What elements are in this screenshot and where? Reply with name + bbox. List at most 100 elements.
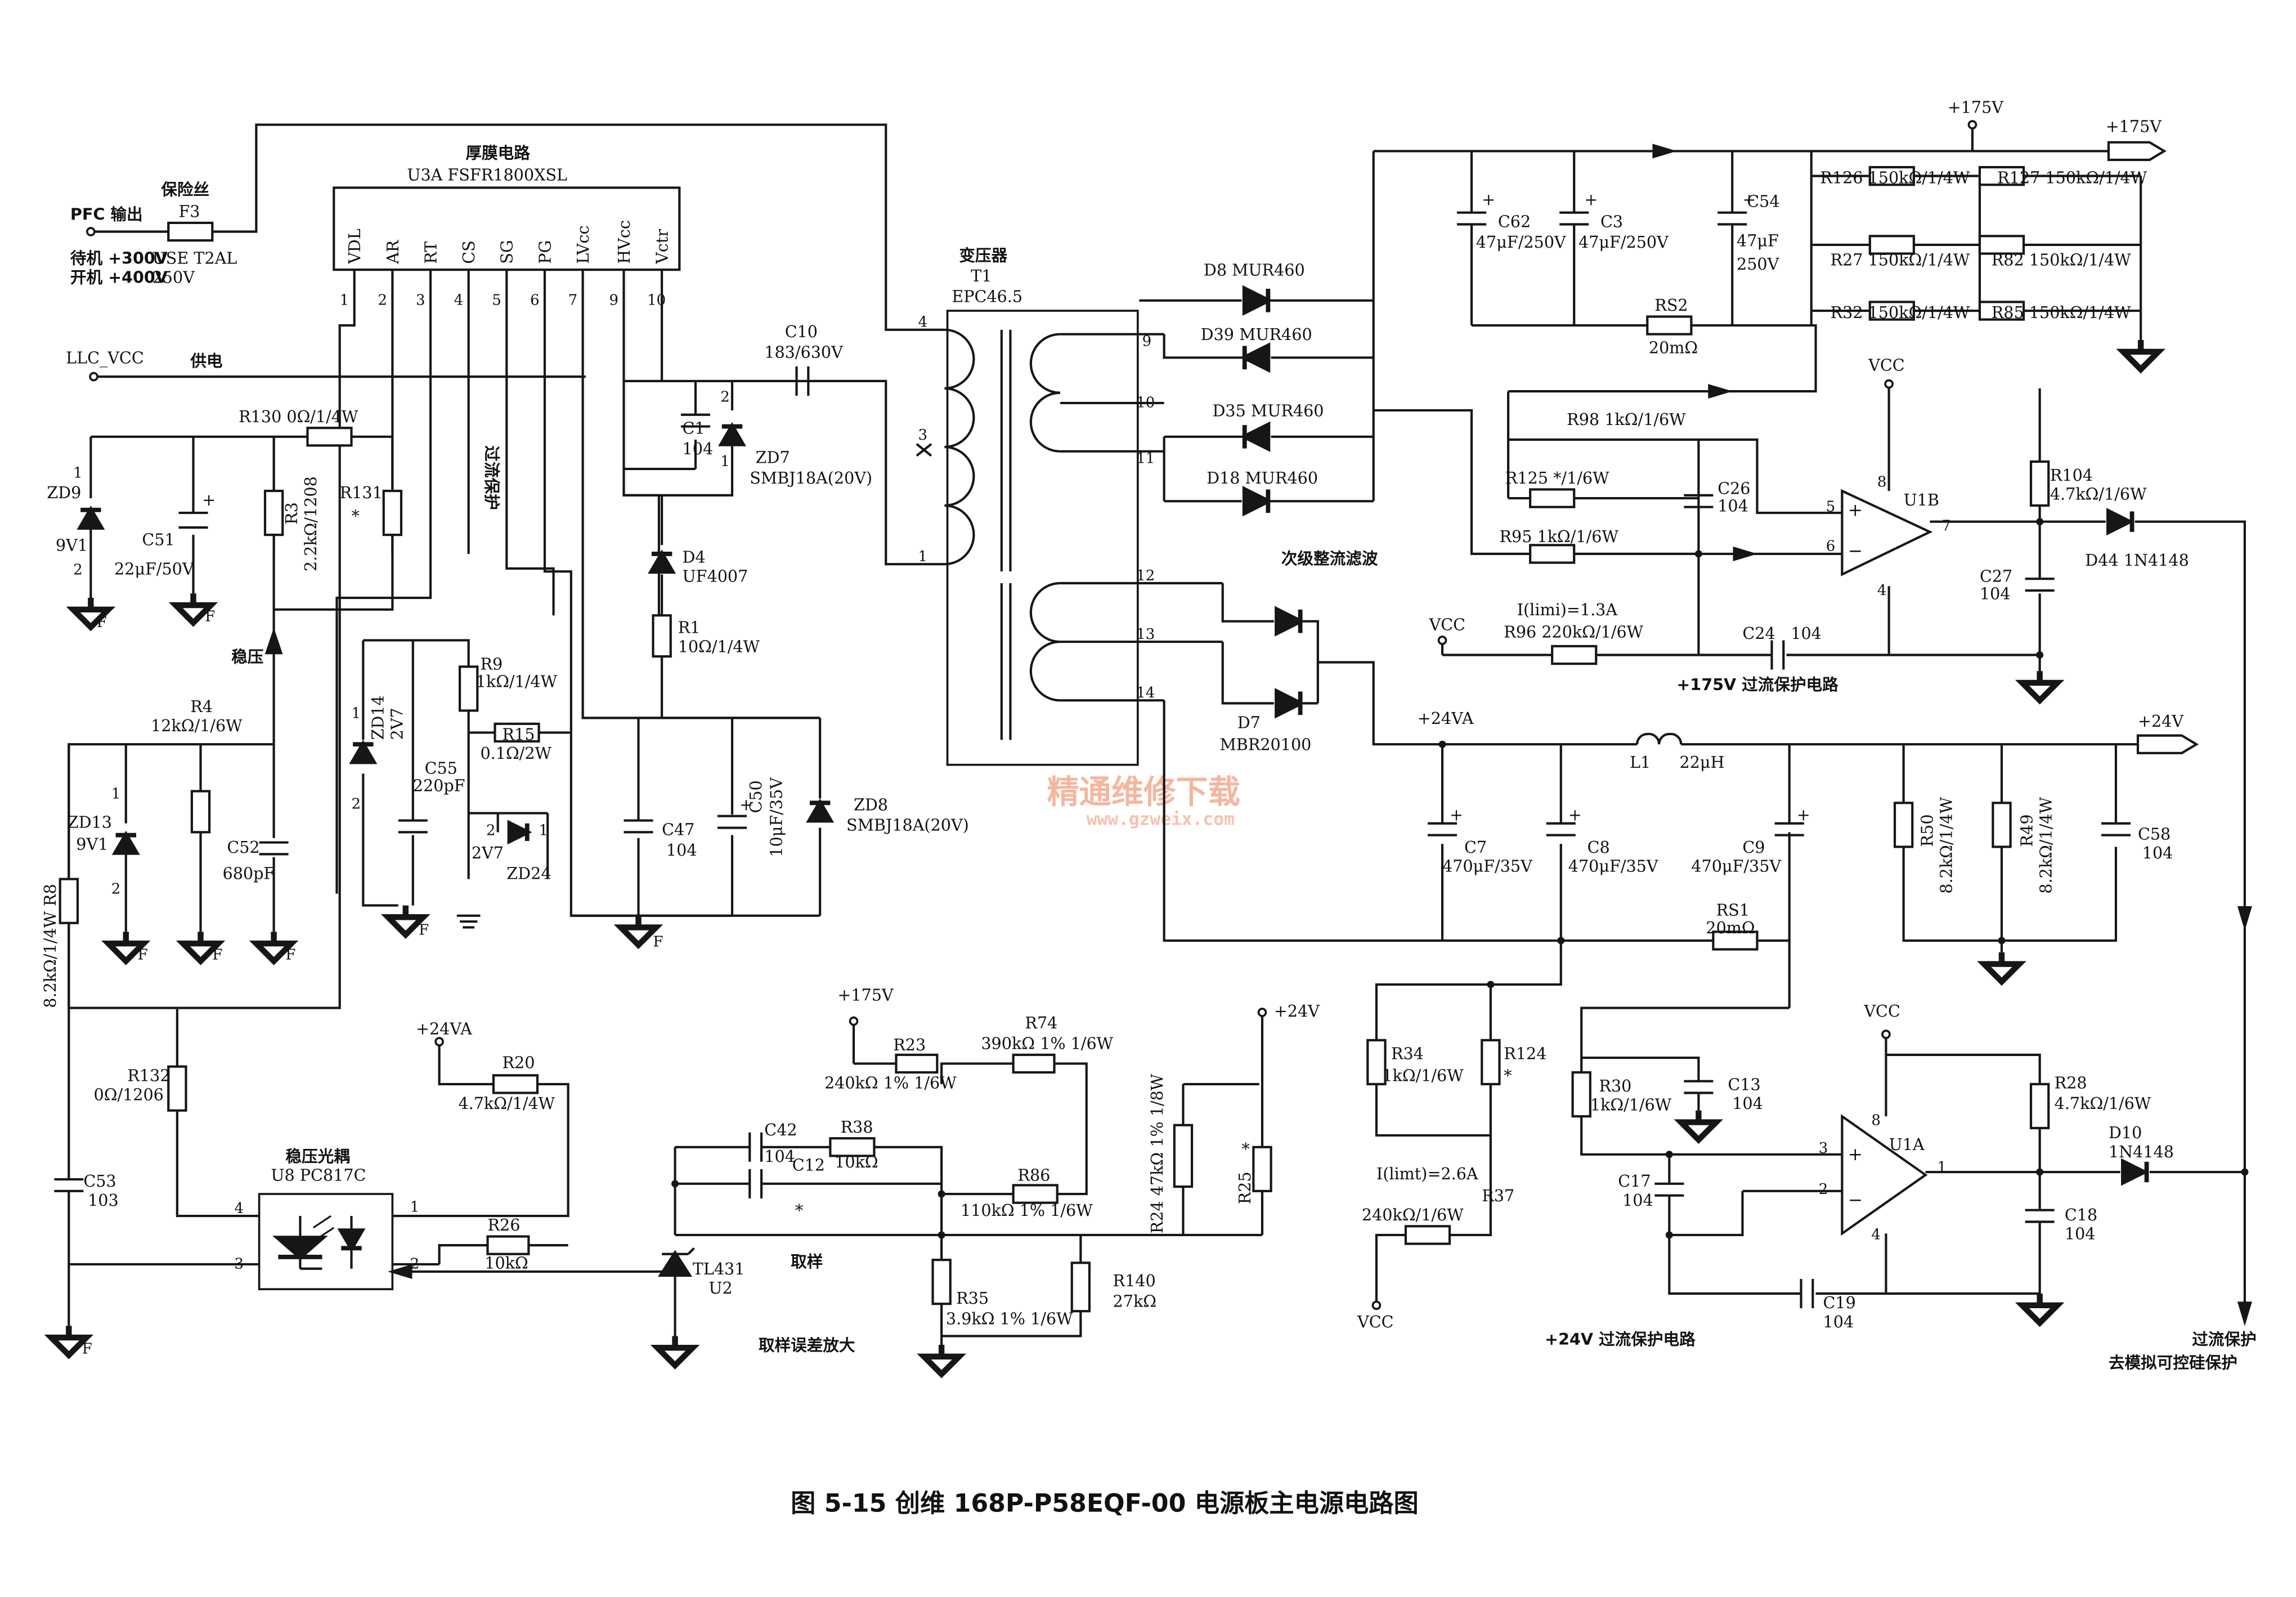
svg-text:C54: C54 — [1747, 191, 1779, 211]
svg-text:9V1: 9V1 — [76, 835, 108, 854]
svg-text:104: 104 — [764, 1147, 795, 1166]
svg-text:厚膜电路: 厚膜电路 — [465, 143, 530, 162]
svg-text:U8 PC817C: U8 PC817C — [271, 1166, 366, 1185]
svg-text:R85 150kΩ/1/4W: R85 150kΩ/1/4W — [1992, 303, 2131, 322]
svg-text:+: + — [202, 490, 216, 509]
svg-text:4: 4 — [918, 314, 927, 331]
svg-text:C58: C58 — [2138, 824, 2171, 843]
svg-text:2: 2 — [73, 561, 83, 578]
svg-text:2: 2 — [111, 881, 121, 898]
svg-text:F: F — [653, 933, 663, 950]
svg-text:R32 150kΩ/1/4W: R32 150kΩ/1/4W — [1831, 303, 1970, 322]
svg-text:22μF/50V: 22μF/50V — [114, 559, 195, 578]
svg-text:开机 +400V: 开机 +400V — [70, 268, 168, 287]
ocp-175v: + − VCC VCC R98 1kΩ/1/6W R125 */1/6W R95… — [1429, 356, 2252, 1290]
svg-text:1kΩ/1/4W: 1kΩ/1/4W — [476, 672, 558, 691]
svg-text:104: 104 — [1791, 624, 1822, 643]
svg-text:47μF/250V: 47μF/250V — [1578, 232, 1669, 252]
svg-text:R50: R50 — [1918, 814, 1937, 847]
svg-text:R104: R104 — [2050, 466, 2093, 485]
svg-text:RS1: RS1 — [1716, 901, 1750, 920]
svg-text:+: + — [739, 795, 753, 814]
svg-text:F3: F3 — [178, 202, 200, 221]
svg-text:R38: R38 — [841, 1117, 873, 1137]
svg-text:240kΩ 1% 1/6W: 240kΩ 1% 1/6W — [824, 1073, 957, 1093]
svg-text:R131: R131 — [340, 483, 383, 502]
svg-text:R127 150kΩ/1/4W: R127 150kΩ/1/4W — [1997, 168, 2147, 187]
svg-text:220pF: 220pF — [413, 776, 465, 795]
figure-caption: 图 5-15 创维 168P-P58EQF-00 电源板主电源电路图 — [791, 1489, 1419, 1518]
svg-text:R27 150kΩ/1/4W: R27 150kΩ/1/4W — [1831, 250, 1970, 269]
svg-text:C19: C19 — [1823, 1293, 1856, 1312]
svg-text:SMBJ18A(20V): SMBJ18A(20V) — [750, 468, 872, 487]
svg-text:C7: C7 — [1464, 838, 1487, 857]
u3a-pin-sg: SG — [497, 240, 517, 263]
svg-text:EPC46.5: EPC46.5 — [952, 287, 1023, 306]
svg-text:104: 104 — [1980, 584, 2011, 603]
svg-text:C12: C12 — [792, 1155, 825, 1174]
svg-text:C8: C8 — [1588, 838, 1610, 857]
svg-text:+175V: +175V — [837, 986, 894, 1005]
opto-and-sampling: R132 0Ω/1206 C53 103 F 稳压光耦 U8 PC817C 4 … — [51, 1008, 666, 1358]
svg-text:稳压光耦: 稳压光耦 — [285, 1147, 349, 1166]
svg-text:R74: R74 — [1025, 1013, 1057, 1032]
svg-text:R125 */1/6W: R125 */1/6W — [1505, 468, 1609, 487]
svg-text:C52: C52 — [227, 838, 259, 857]
svg-text:R124: R124 — [1504, 1044, 1546, 1063]
svg-text:ZD8: ZD8 — [854, 795, 888, 814]
svg-text:F: F — [419, 921, 429, 938]
svg-text:1N4148: 1N4148 — [2109, 1142, 2174, 1161]
svg-text:10kΩ: 10kΩ — [485, 1254, 528, 1273]
svg-text:10: 10 — [1136, 395, 1155, 411]
svg-text:R49: R49 — [2017, 814, 2037, 847]
svg-text:R20: R20 — [503, 1053, 535, 1072]
svg-text:C1: C1 — [683, 419, 705, 438]
svg-text:U2: U2 — [708, 1278, 732, 1298]
svg-text:+: + — [1568, 806, 1582, 825]
svg-text:C50: C50 — [746, 780, 765, 813]
svg-text:4: 4 — [234, 1200, 244, 1217]
svg-text:1kΩ/1/6W: 1kΩ/1/6W — [1590, 1095, 1672, 1115]
u3a-pin-ar: AR — [383, 239, 402, 265]
svg-text:9: 9 — [1142, 333, 1152, 350]
svg-text:C51: C51 — [142, 530, 174, 549]
svg-text:R95 1kΩ/1/6W: R95 1kΩ/1/6W — [1499, 527, 1618, 546]
svg-text:4.7kΩ/1/4W: 4.7kΩ/1/4W — [458, 1094, 555, 1113]
u3a-pin-number: 7 — [568, 292, 578, 309]
svg-text:U1A: U1A — [1889, 1135, 1925, 1154]
svg-text:R9: R9 — [480, 655, 503, 674]
svg-text:*: * — [1242, 1139, 1250, 1158]
svg-text:C53: C53 — [83, 1171, 116, 1191]
svg-text:3: 3 — [234, 1256, 244, 1273]
feedback-network: R4 12kΩ/1/6W ZD13 9V1 1 2 C52 680pF 8.2k… — [41, 697, 295, 1008]
svg-text:3: 3 — [918, 427, 927, 444]
svg-text:变压器: 变压器 — [959, 246, 1007, 265]
svg-text:11: 11 — [1136, 450, 1155, 467]
svg-text:R25: R25 — [1235, 1171, 1254, 1204]
svg-text:LLC_VCC: LLC_VCC — [66, 348, 144, 368]
svg-text:R15: R15 — [503, 724, 535, 744]
svg-text:+24V: +24V — [2138, 712, 2184, 731]
svg-text:R34: R34 — [1391, 1044, 1424, 1063]
svg-text:ZD14: ZD14 — [369, 695, 388, 740]
svg-text:1: 1 — [73, 465, 83, 482]
svg-text:R28: R28 — [2055, 1073, 2087, 1093]
svg-text:R130 0Ω/1/4W: R130 0Ω/1/4W — [239, 407, 358, 426]
u3a-pin-rt: RT — [421, 241, 440, 264]
svg-text:*: * — [795, 1201, 803, 1220]
svg-text:稳压: 稳压 — [231, 647, 263, 666]
svg-text:1: 1 — [351, 705, 361, 722]
svg-text:6: 6 — [1826, 538, 1836, 555]
svg-text:次级整流滤波: 次级整流滤波 — [1281, 549, 1378, 568]
svg-text:250V: 250V — [1737, 254, 1780, 274]
u3a-pin-number: 3 — [416, 292, 425, 309]
svg-text:UF4007: UF4007 — [683, 566, 748, 585]
input-section: PFC 输出 保险丝 F3 待机 +300V 开机 +400V USE T2AL… — [70, 123, 923, 331]
u3a-pin-pg: PG — [535, 240, 554, 264]
svg-text:D44 1N4148: D44 1N4148 — [2085, 551, 2189, 570]
svg-text:MBR20100: MBR20100 — [1220, 735, 1312, 754]
svg-text:VCC: VCC — [1868, 356, 1904, 375]
svg-text:*: * — [351, 507, 359, 526]
svg-text:104: 104 — [1622, 1191, 1653, 1210]
